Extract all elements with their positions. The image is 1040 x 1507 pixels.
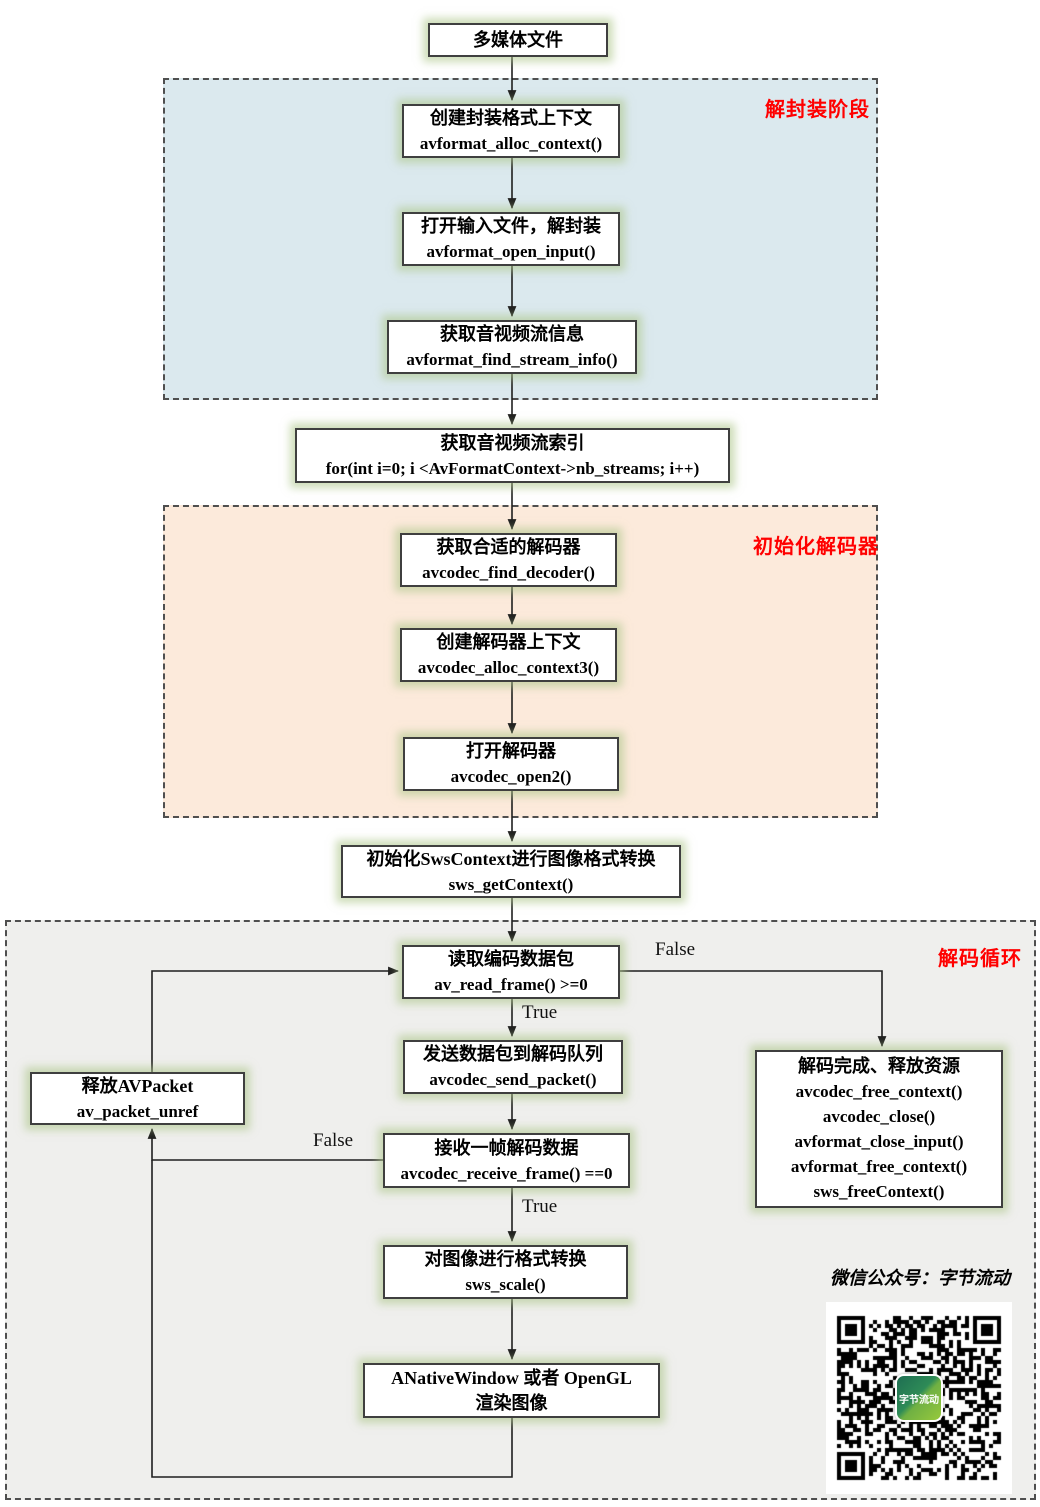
- qr-code: 字节流动: [826, 1302, 1012, 1494]
- node-code: sws_getContext(): [448, 874, 574, 894]
- node-av-read-frame: 读取编码数据包 av_read_frame() >=0: [402, 945, 620, 999]
- edge-label-receive-true: True: [522, 1196, 558, 1217]
- node-code: avcodec_send_packet(): [429, 1070, 597, 1089]
- node-title: 接收一帧解码数据: [434, 1137, 579, 1158]
- node-avformat-find-stream-info: 获取音视频流信息 avformat_find_stream_info(): [387, 320, 637, 374]
- region-label-decode-loop: 解码循环: [938, 948, 1022, 970]
- node-media-file: 多媒体文件: [428, 23, 608, 57]
- node-title: 释放AVPacket: [81, 1075, 194, 1096]
- node-code: avcodec_alloc_context3(): [417, 658, 600, 677]
- node-avformat-alloc-context: 创建封装格式上下文 avformat_alloc_context(): [402, 104, 620, 158]
- edge-label-read-true: True: [522, 1002, 558, 1023]
- node-title: 获取音视频流信息: [440, 324, 584, 344]
- node-title: 创建解码器上下文: [436, 632, 581, 652]
- node-avcodec-send-packet: 发送数据包到解码队列 avcodec_send_packet(): [403, 1040, 623, 1094]
- edge-read-false-to-release: [620, 970, 887, 1048]
- node-code: avformat_open_input(): [426, 242, 596, 261]
- node-avcodec-find-decoder: 获取合适的解码器 avcodec_find_decoder(): [400, 533, 617, 587]
- edge-label-receive-false: False: [313, 1130, 354, 1151]
- node-code: avcodec_free_context(): [795, 1082, 963, 1101]
- node-avcodec-receive-frame: 接收一帧解码数据 avcodec_receive_frame() ==0: [383, 1133, 630, 1188]
- wechat-account-label: 微信公众号：字节流动: [830, 1268, 1010, 1288]
- node-release-resources: 解码完成、释放资源 avcodec_free_context() avcodec…: [755, 1050, 1003, 1208]
- node-code: for(int i=0; i <AvFormatContext->nb_stre…: [325, 458, 700, 478]
- node-avcodec-open2: 打开解码器 avcodec_open2(): [403, 737, 619, 791]
- edge-label-read-false: False: [655, 939, 696, 960]
- node-title: ANativeWindow 或者 OpenGL: [391, 1367, 632, 1388]
- node-code: avformat_free_context(): [790, 1157, 968, 1176]
- node-code: avcodec_close(): [822, 1107, 936, 1126]
- node-code: avformat_alloc_context(): [419, 134, 603, 153]
- node-title: 多媒体文件: [473, 29, 563, 50]
- node-title: 创建封装格式上下文: [430, 108, 592, 128]
- node-title: 读取编码数据包: [448, 949, 574, 969]
- node-code: sws_scale(): [465, 1275, 546, 1294]
- node-code: avcodec_receive_frame() ==0: [400, 1163, 613, 1183]
- region-label-demux: 解封装阶段: [765, 99, 870, 121]
- node-title: 对图像进行格式转换: [424, 1249, 587, 1269]
- node-title: 初始化SwsContext进行图像格式转换: [366, 848, 656, 869]
- region-label-init-decoder: 初始化解码器: [753, 536, 879, 558]
- node-title: 解码完成、释放资源: [798, 1056, 960, 1076]
- node-title: 发送数据包到解码队列: [423, 1044, 603, 1064]
- node-avcodec-alloc-context3: 创建解码器上下文 avcodec_alloc_context3(): [400, 628, 617, 682]
- node-stream-index-loop: 获取音视频流索引 for(int i=0; i <AvFormatContext…: [295, 428, 730, 483]
- node-render-image: ANativeWindow 或者 OpenGL 渲染图像: [363, 1363, 660, 1418]
- node-title: 打开输入文件，解封装: [421, 216, 601, 236]
- edge-render-loop-back: [151, 1160, 513, 1478]
- node-code: avformat_find_stream_info(): [406, 350, 618, 369]
- node-code: av_packet_unref: [76, 1101, 199, 1121]
- node-code: av_read_frame() >=0: [434, 975, 588, 994]
- node-sws-scale: 对图像进行格式转换 sws_scale(): [383, 1245, 628, 1299]
- node-code: avformat_close_input(): [794, 1132, 964, 1151]
- node-title: 获取合适的解码器: [436, 537, 581, 557]
- node-avformat-open-input: 打开输入文件，解封装 avformat_open_input(): [402, 212, 620, 266]
- node-code: avcodec_open2(): [450, 767, 572, 786]
- node-av-packet-unref: 释放AVPacket av_packet_unref: [30, 1072, 245, 1125]
- node-code: avcodec_find_decoder(): [422, 563, 595, 582]
- node-sws-get-context: 初始化SwsContext进行图像格式转换 sws_getContext(): [341, 845, 681, 898]
- node-title: 打开解码器: [466, 741, 556, 761]
- node-title: 获取音视频流索引: [440, 432, 585, 453]
- edge-unref-to-read-frame: [151, 966, 400, 1072]
- qr-center-logo: 字节流动: [895, 1374, 943, 1422]
- node-code: 渲染图像: [475, 1392, 548, 1413]
- node-code: sws_freeContext(): [813, 1182, 945, 1201]
